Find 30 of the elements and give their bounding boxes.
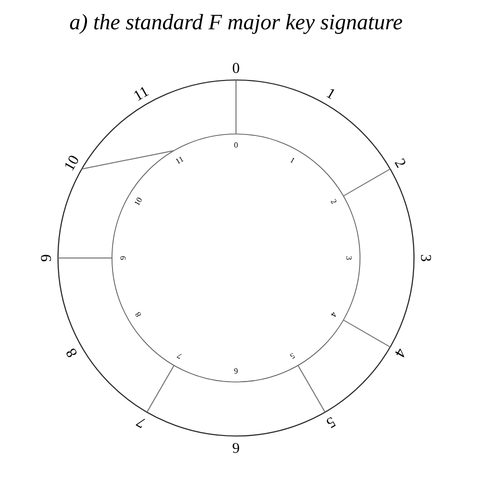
inner-number: 6 <box>234 368 238 374</box>
outer-number: 2 <box>394 158 406 168</box>
outer-number: 6 <box>232 442 240 454</box>
inner-number: 1 <box>290 158 294 164</box>
inner-number: 4 <box>331 312 336 317</box>
inner-number: 3 <box>346 256 352 260</box>
inner-number: 2 <box>330 199 336 204</box>
mapping-line <box>81 150 174 170</box>
title: a) the standard F major key signature <box>70 14 402 34</box>
mapping-line <box>342 168 391 196</box>
inner-number: 0 <box>234 142 238 148</box>
inner-number: 7 <box>176 354 182 359</box>
inner-number: 5 <box>290 352 295 359</box>
outer-number: 3 <box>420 254 432 262</box>
inner-number: 8 <box>136 312 141 317</box>
outer-number: 0 <box>232 62 240 74</box>
inner-number: 9 <box>120 256 126 260</box>
outer-number: 9 <box>40 254 52 262</box>
mapping-line <box>298 364 326 413</box>
outer-number: 1 <box>326 89 334 100</box>
outer-number: 10 <box>65 156 78 171</box>
inner-number: 11 <box>176 156 184 164</box>
outer-number: 4 <box>395 348 404 358</box>
outer-number: 11 <box>134 87 149 101</box>
outer-number: 5 <box>326 417 336 428</box>
outer-number: 8 <box>66 348 76 358</box>
inner-number: 10 <box>134 198 142 206</box>
mapping-line <box>342 320 391 348</box>
outer-number: 7 <box>136 418 146 428</box>
mapping-line <box>146 364 174 413</box>
